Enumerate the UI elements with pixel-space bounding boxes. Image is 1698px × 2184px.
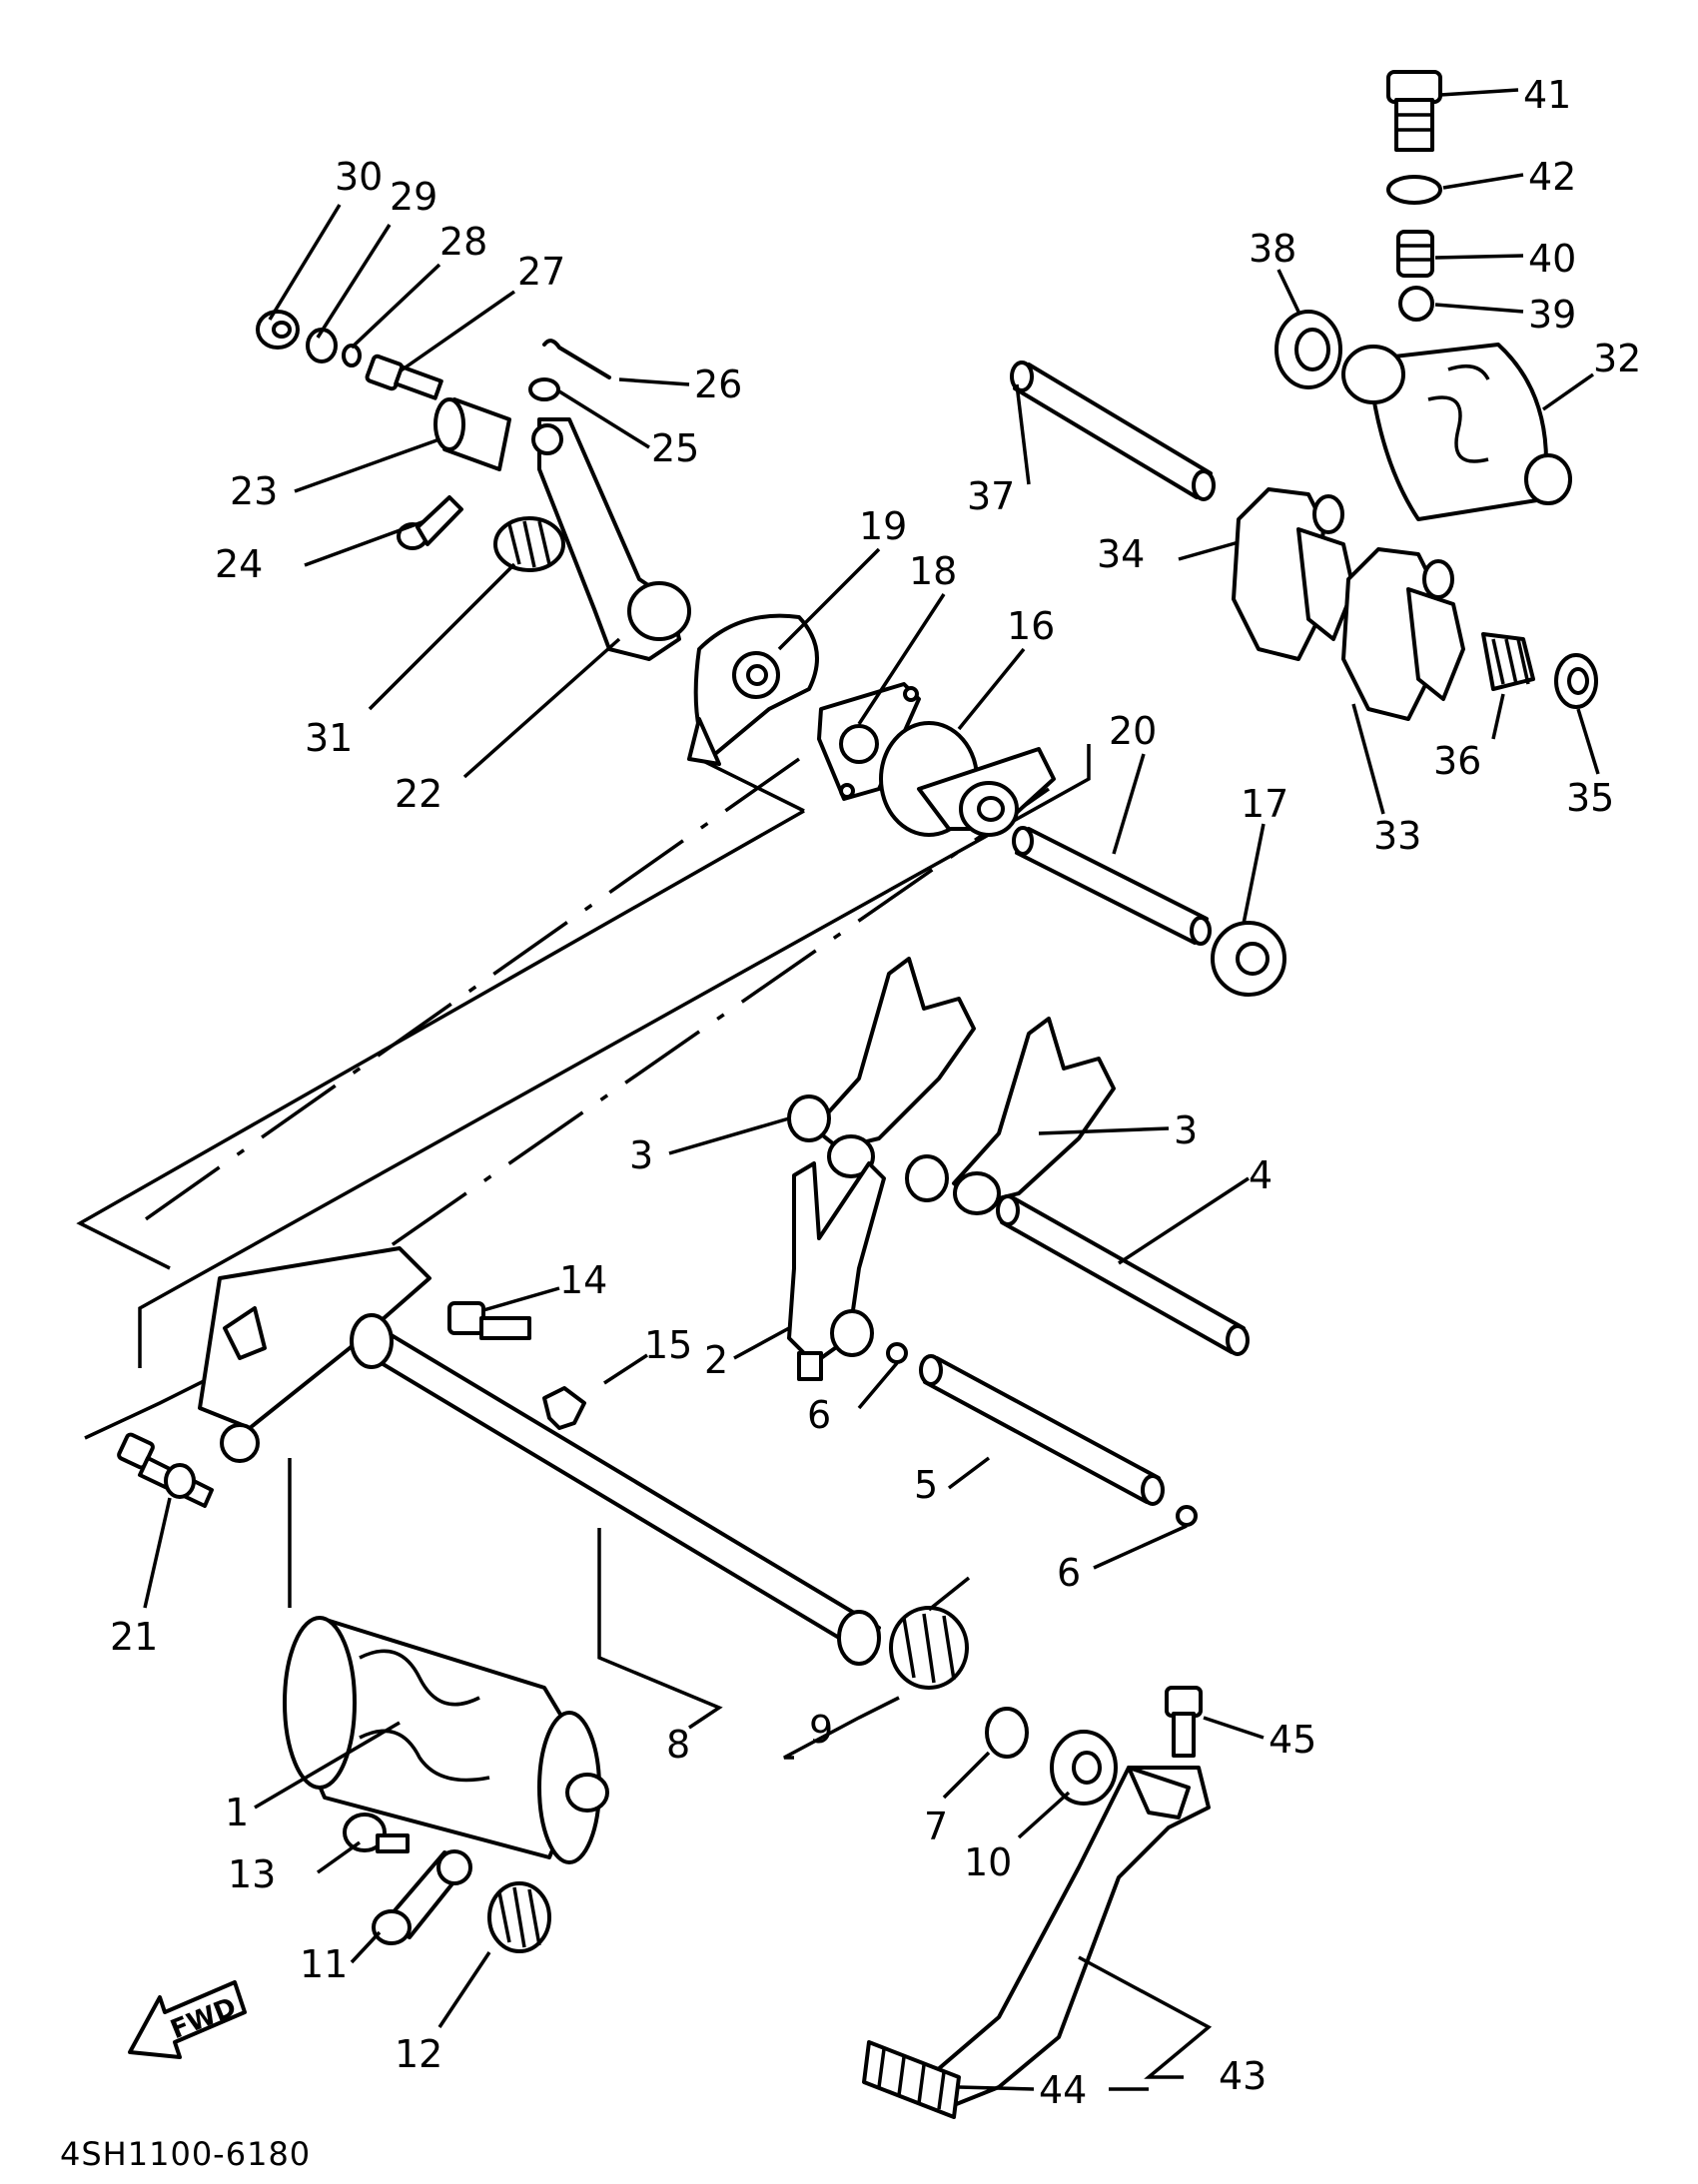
callout-28: 28 — [439, 220, 487, 264]
part-12-spring — [487, 1881, 551, 1953]
callout-4: 4 — [1249, 1153, 1273, 1197]
part-32-shift-cam — [1341, 343, 1572, 521]
part-35-washer — [1554, 653, 1598, 709]
callout-38: 38 — [1249, 227, 1296, 271]
callout-35: 35 — [1566, 776, 1614, 820]
callout-6a: 6 — [807, 1393, 831, 1437]
part-1-shift-drum — [283, 1616, 609, 1864]
part-27-bolt — [365, 354, 443, 400]
callout-31: 31 — [305, 716, 353, 760]
callout-21: 21 — [110, 1615, 158, 1659]
callout-1: 1 — [225, 1791, 249, 1834]
part-7-washer — [985, 1707, 1029, 1759]
part-21-bolt — [117, 1432, 214, 1508]
part-20-shaft — [1012, 826, 1212, 946]
callout-34: 34 — [1097, 532, 1145, 576]
part-43-shift-pedal — [927, 1766, 1211, 2109]
part-34-shift-fork — [1232, 487, 1355, 661]
part-11-stopper-lever — [372, 1849, 472, 1945]
part-26-cotter-pin — [542, 339, 611, 379]
part-41-bolt — [1386, 70, 1442, 152]
part-6-clip-b — [1176, 1505, 1198, 1527]
callout-13: 13 — [228, 1852, 276, 1896]
part-39-ball — [1398, 286, 1434, 322]
part-4-shaft — [996, 1194, 1250, 1356]
callout-16: 16 — [1007, 604, 1055, 648]
callout-17: 17 — [1241, 782, 1288, 826]
part-23-rod-end — [433, 397, 511, 471]
part-33-shift-fork — [1341, 547, 1465, 721]
callout-43: 43 — [1219, 2054, 1267, 2098]
callout-8: 8 — [666, 1723, 690, 1767]
callout-25: 25 — [651, 426, 699, 470]
fwd-arrow-icon: FWD — [128, 1980, 247, 2059]
part-24-pin — [397, 495, 463, 550]
part-16-segment — [879, 721, 1056, 837]
part-17-seal — [1211, 921, 1286, 997]
callout-6b: 6 — [1057, 1551, 1081, 1595]
callout-leaders — [143, 88, 1600, 2091]
callout-14: 14 — [559, 1258, 607, 1302]
callout-32: 32 — [1593, 337, 1641, 380]
part-37-shaft — [1010, 361, 1216, 501]
callout-40: 40 — [1528, 237, 1576, 281]
part-45-bolt — [1165, 1686, 1203, 1758]
part-3-fork-a — [787, 957, 976, 1178]
part-18-plate — [817, 682, 921, 801]
callout-39: 39 — [1528, 293, 1576, 337]
part-2-fork — [787, 1161, 886, 1381]
callout-26: 26 — [694, 363, 742, 406]
part-36-spring — [1481, 632, 1535, 691]
callout-45: 45 — [1269, 1718, 1316, 1762]
callout-11: 11 — [300, 1942, 348, 1986]
part-15-lock-washer — [542, 1386, 586, 1430]
callout-2: 2 — [704, 1338, 728, 1382]
part-6-clip-a — [886, 1342, 908, 1364]
part-22-shift-arm — [531, 417, 691, 661]
part-8-shift-shaft — [198, 1246, 881, 1666]
callout-36: 36 — [1433, 739, 1481, 783]
part-9-spring — [889, 1576, 971, 1690]
callout-18: 18 — [909, 549, 957, 593]
callout-37: 37 — [967, 474, 1015, 518]
part-3-fork-b — [905, 1017, 1116, 1215]
callout-20: 20 — [1109, 709, 1157, 753]
callout-3a: 3 — [629, 1133, 653, 1177]
part-14-bolt — [447, 1301, 531, 1340]
part-10-seal — [1050, 1730, 1118, 1806]
callout-24: 24 — [215, 542, 263, 586]
part-44-rubber — [862, 2040, 961, 2119]
callout-5: 5 — [914, 1463, 938, 1507]
part-19-guide — [687, 613, 819, 766]
part-28-washer — [342, 344, 362, 367]
part-40-spring — [1396, 230, 1434, 278]
part-5-shaft — [919, 1354, 1165, 1506]
diagram-code: 4SH1100-6180 — [60, 2135, 311, 2173]
callout-15: 15 — [644, 1323, 692, 1367]
callout-27: 27 — [517, 250, 565, 294]
callout-23: 23 — [230, 469, 278, 513]
part-38-seal — [1274, 310, 1342, 389]
callout-44a: 44 — [1039, 2068, 1087, 2112]
callout-3b: 3 — [1174, 1108, 1198, 1152]
callout-22: 22 — [395, 772, 442, 816]
callout-41: 41 — [1523, 73, 1571, 117]
callout-labels: 1 2 3 3 4 5 6 6 7 8 9 10 11 12 13 14 15 … — [110, 73, 1641, 2112]
callout-10: 10 — [964, 1840, 1012, 1884]
callout-42: 42 — [1528, 155, 1576, 199]
callout-30: 30 — [335, 155, 383, 199]
part-25-washer — [528, 377, 560, 401]
part-30-nut — [256, 310, 300, 350]
callout-9: 9 — [809, 1708, 833, 1752]
callout-29: 29 — [390, 175, 437, 219]
part-13-screw — [343, 1813, 410, 1853]
part-42-washer — [1386, 175, 1442, 205]
callout-33: 33 — [1373, 814, 1421, 858]
callout-7: 7 — [924, 1805, 948, 1848]
part-31-spring — [493, 516, 565, 572]
callout-12: 12 — [395, 2032, 442, 2076]
callout-19: 19 — [859, 504, 907, 548]
